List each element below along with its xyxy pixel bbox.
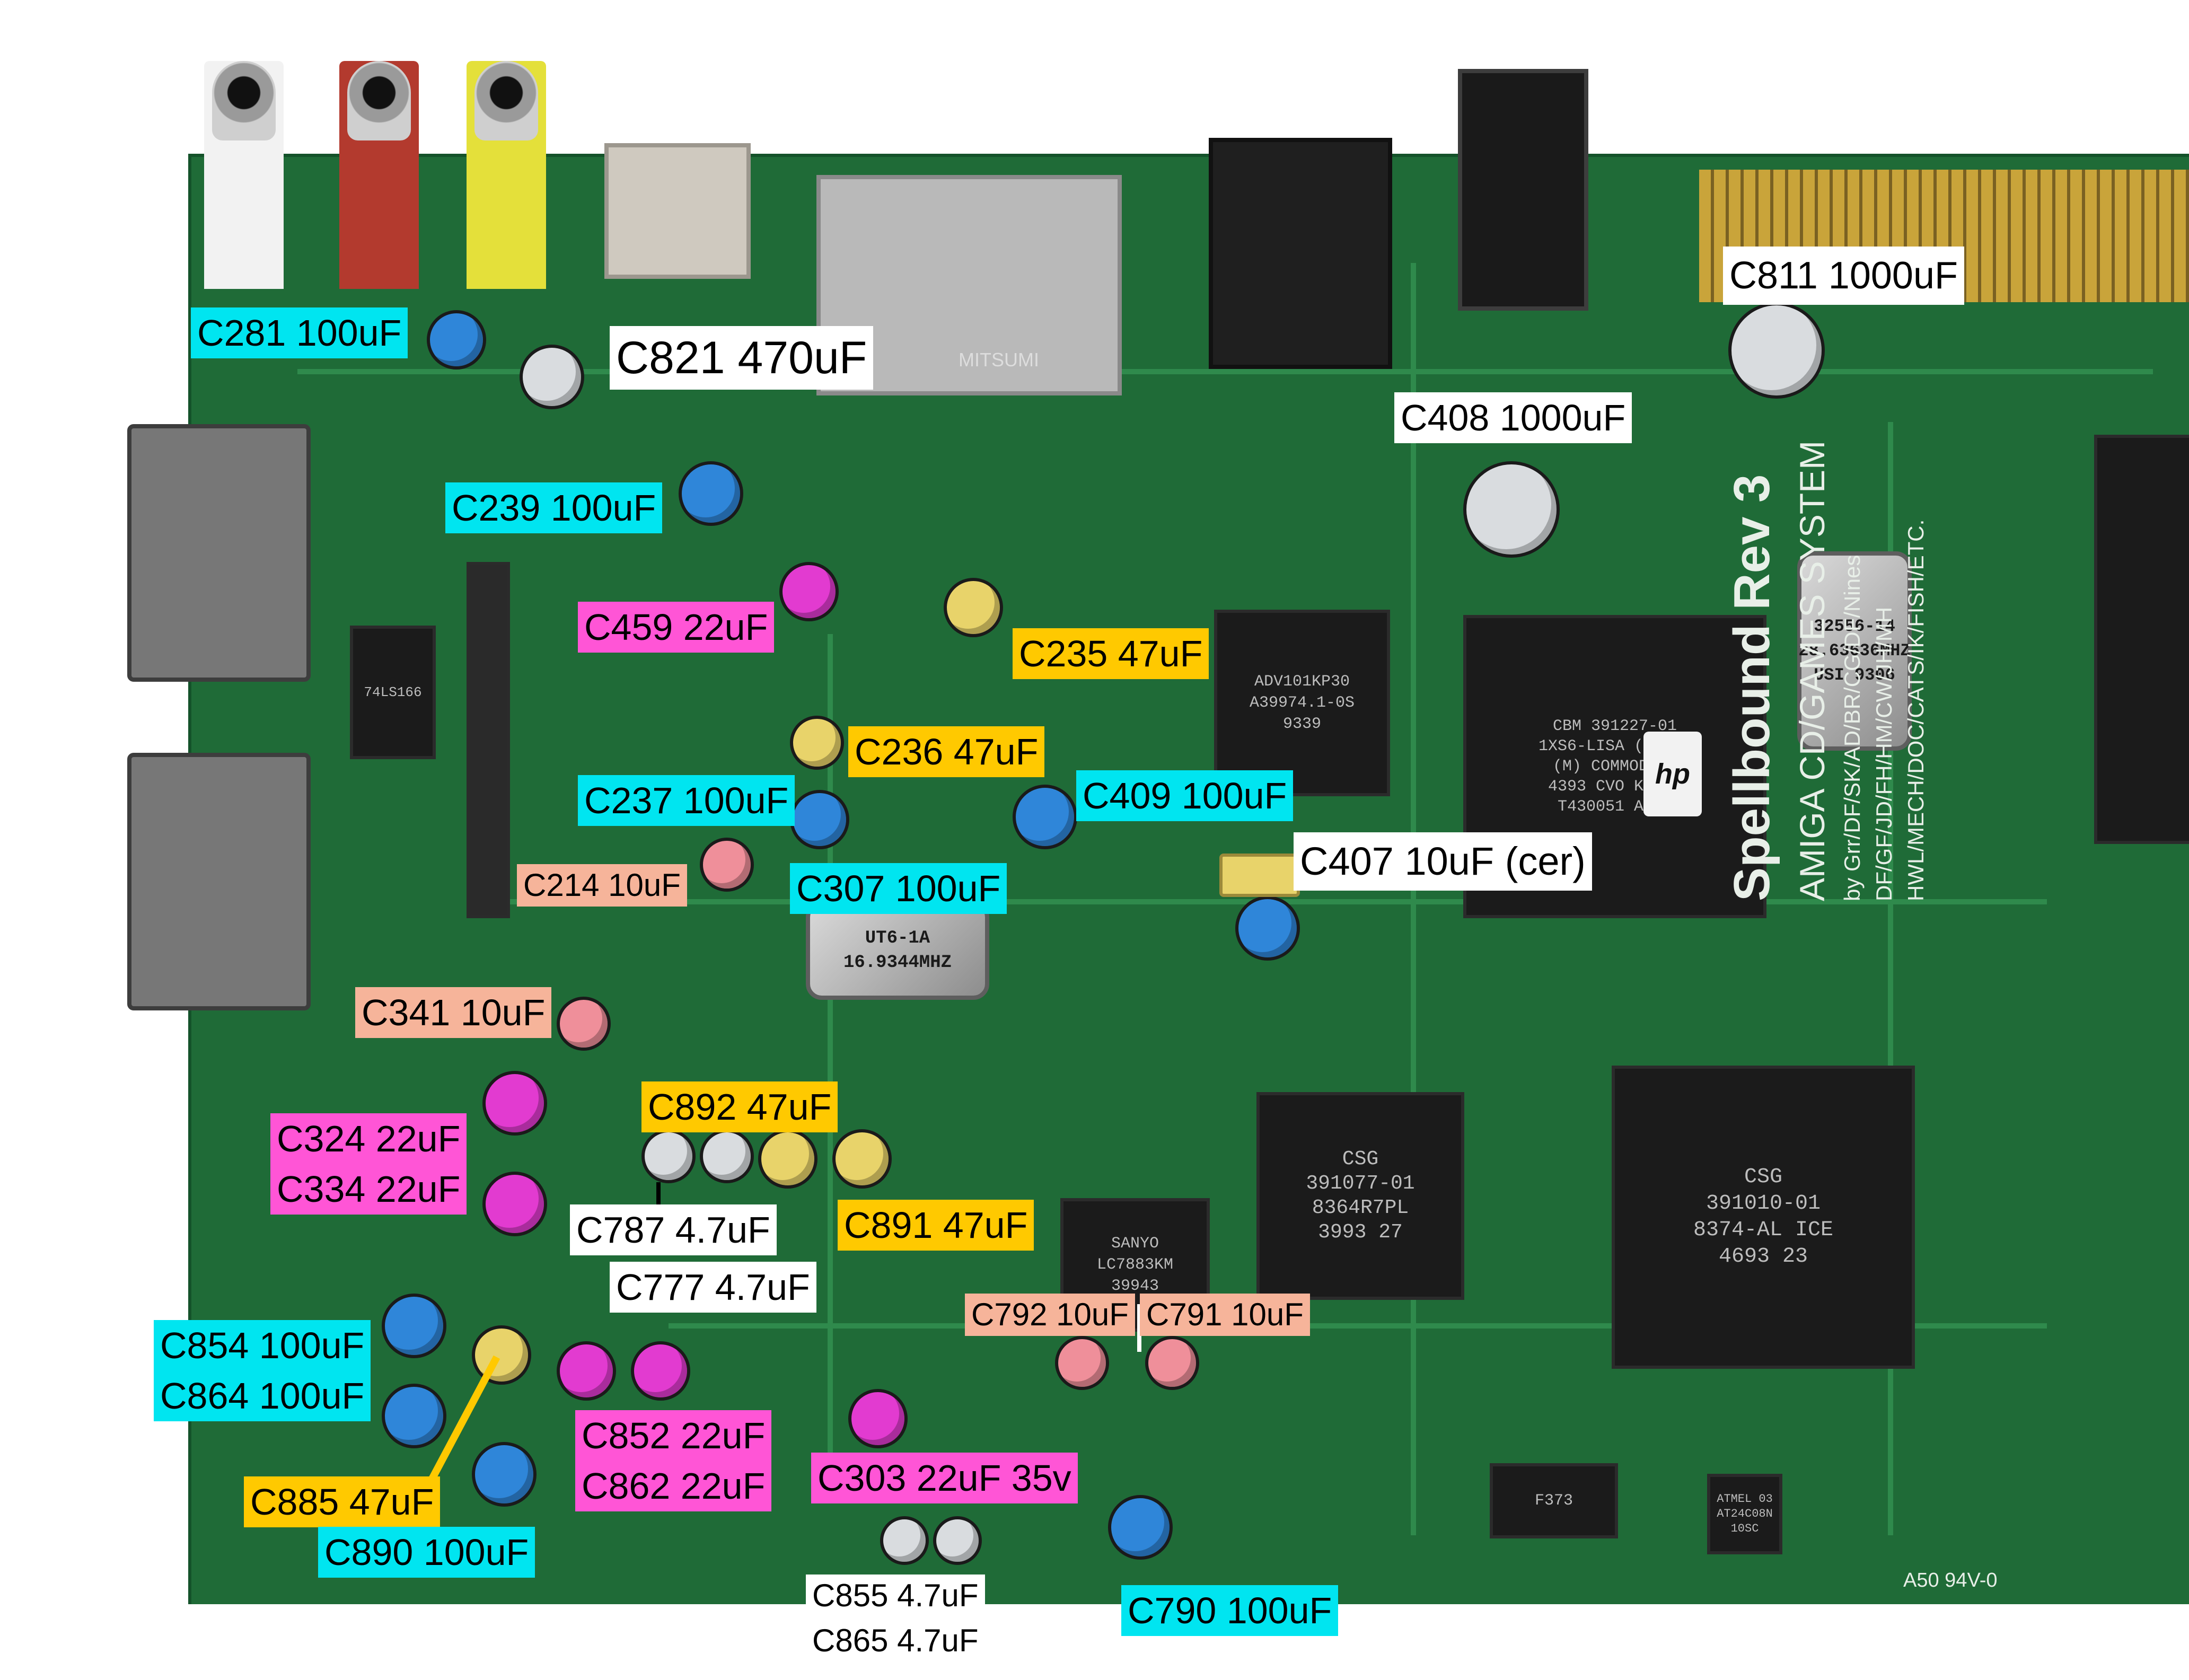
label-c811: C811 1000uF	[1723, 247, 1964, 305]
label-c341: C341 10uF	[355, 987, 552, 1038]
label-c862: C862 22uF	[575, 1461, 772, 1511]
chip-right-edge	[2094, 435, 2189, 844]
capacitor-c409	[1013, 785, 1077, 849]
capacitor-c890	[472, 1442, 537, 1507]
chip-csg-391010: CSG 391010-01 8374-AL ICE 4693 23	[1612, 1066, 1915, 1369]
label-c214: C214 10uF	[517, 864, 687, 907]
hp-logo-sticker: hp	[1643, 732, 1702, 816]
pcb-trace	[1411, 263, 1416, 1535]
silkscreen-credits-3: HWL/MECH/DOC/CATS/IK/FISH/ETC.	[1903, 519, 1928, 901]
label-c865: C865 4.7uF	[806, 1620, 985, 1662]
capacitor-c892	[758, 1129, 817, 1189]
chip-csg-391077: CSG 391077-01 8364R7PL 3993 27	[1256, 1092, 1464, 1300]
silkscreen-subtitle: AMIGA CD/GAMES SYSTEM	[1792, 440, 1832, 901]
capacitor-c852	[557, 1341, 616, 1401]
capacitor-c821	[520, 345, 584, 409]
crystal-x3: UT6-1A 16.9344MHZ	[806, 901, 989, 1000]
capacitor-c855	[880, 1516, 929, 1565]
capacitor-c885	[472, 1325, 531, 1385]
capacitor-c407	[1219, 854, 1300, 897]
capacitor-c891	[832, 1129, 892, 1189]
label-c303: C303 22uF 35v	[811, 1453, 1078, 1503]
capacitor-c854	[382, 1294, 446, 1358]
label-c787: C787 4.7uF	[570, 1204, 777, 1255]
label-c855: C855 4.7uF	[806, 1575, 985, 1617]
label-c892: C892 47uF	[641, 1081, 838, 1132]
label-c792: C792 10uF	[965, 1294, 1135, 1336]
dsub-port-top	[127, 424, 311, 682]
capacitor-c236	[790, 716, 844, 770]
chip-f373: F373	[1490, 1463, 1618, 1538]
label-c237: C237 100uF	[578, 775, 795, 826]
silkscreen-title: Spellbound Rev 3	[1724, 474, 1780, 901]
capacitor-c790	[1108, 1495, 1173, 1560]
connector-cn17	[467, 562, 510, 918]
label-c235: C235 47uF	[1013, 628, 1209, 679]
capacitor-c792	[1055, 1336, 1109, 1390]
capacitor-c214	[700, 838, 754, 892]
capacitor-c408	[1463, 461, 1560, 558]
label-c885: C885 47uF	[244, 1476, 441, 1527]
capacitor-c303	[848, 1389, 908, 1448]
label-c307: C307 100uF	[790, 863, 1007, 914]
mitsumi-text: MITSUMI	[959, 349, 1039, 371]
label-c790: C790 100uF	[1121, 1585, 1339, 1636]
cd-connector	[1209, 138, 1392, 369]
label-c408: C408 1000uF	[1394, 392, 1632, 443]
label-c236: C236 47uF	[848, 726, 1045, 777]
capacitor-c281	[427, 310, 486, 370]
leader-line-c787	[656, 1182, 661, 1225]
pcb-trace	[828, 634, 833, 1482]
capacitor-c341	[557, 997, 611, 1051]
capacitor-c791	[1145, 1336, 1199, 1390]
chip-adv101kp30: ADV101KP30 A39974.1-0S 9339	[1214, 610, 1390, 796]
rca-white-jack	[204, 61, 284, 289]
silkscreen-credits-2: DF/GF/JD/FH/HM/CW/JH/MH	[1871, 606, 1896, 901]
label-c852: C852 22uF	[575, 1410, 772, 1461]
crystal-x1: 32556-14 28.63636MHZ USI 9306	[1797, 551, 1912, 751]
label-c777: C777 4.7uF	[610, 1262, 816, 1313]
dsub-port-bottom	[127, 753, 311, 1010]
silkscreen-credits: by Grr/DF/SK/AD/BR/CG/DF/Nines	[1840, 555, 1865, 901]
capacitor-c239	[679, 461, 743, 526]
silkscreen-code: A50 94V-0	[1903, 1569, 1998, 1591]
label-c854: C854 100uF	[154, 1320, 371, 1371]
connector-cn9	[604, 143, 751, 279]
rf-modulator-shield: MITSUMI	[816, 175, 1122, 395]
pcb-trace	[297, 369, 2153, 374]
rca-red-jack	[339, 61, 419, 289]
capacitor-c237	[790, 790, 849, 849]
rca-yellow-jack	[467, 61, 546, 289]
capacitor-c777	[700, 1129, 754, 1183]
capacitor-c862	[631, 1341, 690, 1401]
label-c407: C407 10uF (cer)	[1294, 832, 1592, 891]
label-c324: C324 22uF	[270, 1113, 467, 1164]
label-c409: C409 100uF	[1076, 770, 1294, 821]
pcb-trace	[1888, 422, 1893, 1535]
leader-line-c792-c791	[1137, 1304, 1141, 1352]
label-c334: C334 22uF	[270, 1164, 467, 1215]
capacitor-c235	[944, 578, 1003, 637]
capacitor-c459	[779, 562, 839, 621]
chip-74ls166: 74LS166	[350, 626, 436, 759]
capacitor-c307	[1235, 896, 1300, 961]
capacitor-c811	[1728, 302, 1825, 399]
label-c791: C791 10uF	[1140, 1294, 1310, 1336]
chip-at24c08n: ATMEL 03 AT24C08N 10SC	[1707, 1474, 1782, 1554]
pcb-trace	[669, 1323, 2047, 1329]
label-c459: C459 22uF	[578, 602, 775, 653]
capacitor-c787	[641, 1129, 696, 1183]
capacitor-c865	[933, 1516, 982, 1565]
capacitor-c334	[482, 1172, 547, 1236]
capacitor-c324	[482, 1071, 547, 1136]
label-c864: C864 100uF	[154, 1370, 371, 1421]
label-c890: C890 100uF	[318, 1527, 535, 1578]
label-c821: C821 470uF	[610, 326, 874, 390]
power-switch	[1458, 69, 1588, 311]
label-c239: C239 100uF	[445, 482, 663, 533]
capacitor-c864	[382, 1384, 446, 1448]
label-c281: C281 100uF	[191, 307, 408, 358]
label-c891: C891 47uF	[838, 1200, 1034, 1251]
